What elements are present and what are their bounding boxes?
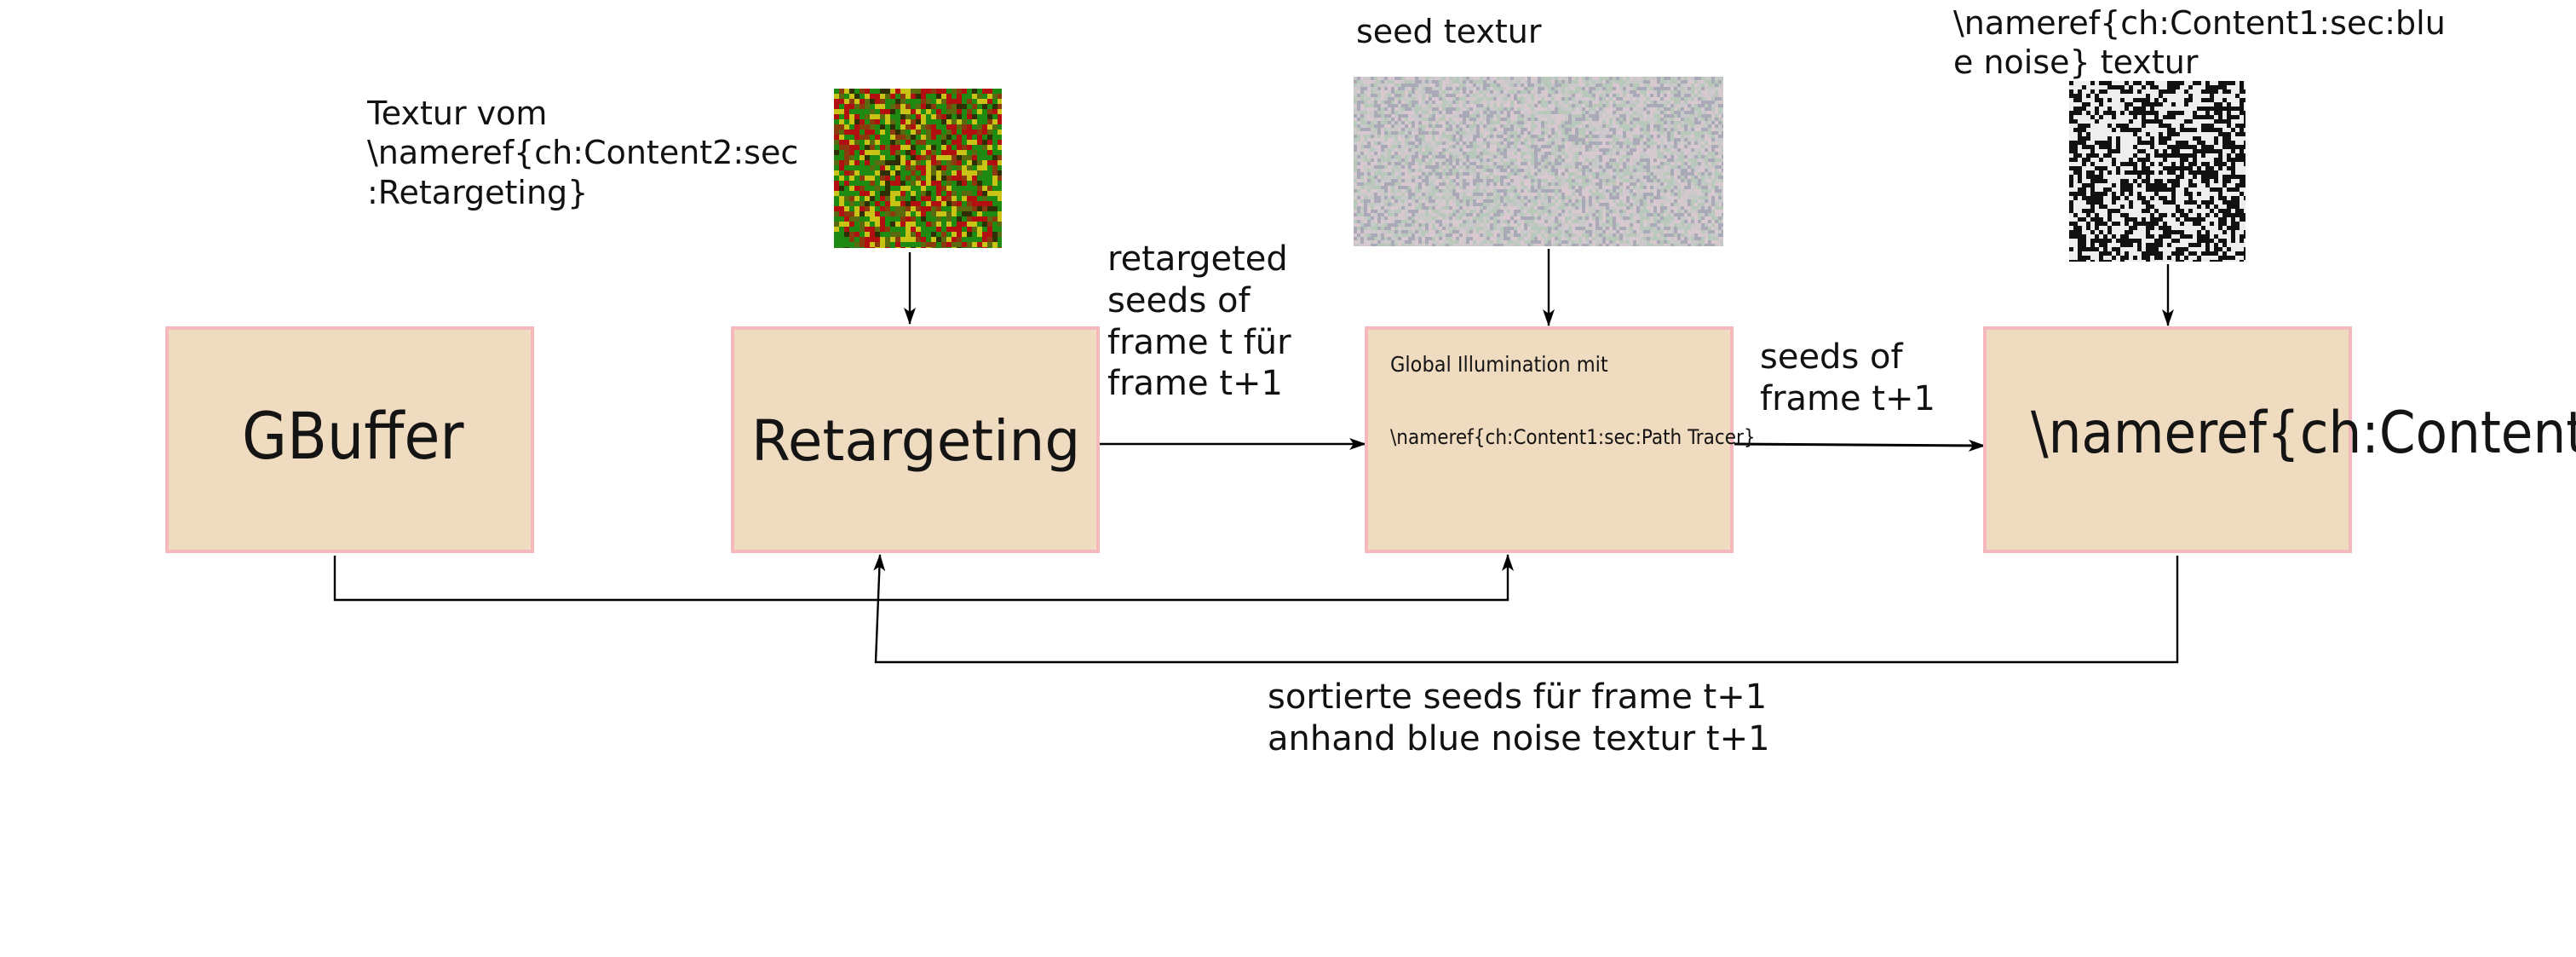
- global-illumination-title: Global Illumination mit: [1390, 352, 1608, 377]
- global-illumination-box: Global Illumination mit \nameref{ch:Cont…: [1365, 326, 1756, 553]
- arrow-content1-to-retargeting: [873, 554, 2179, 664]
- blue-noise-texture-label: \nameref{ch:Content1:sec:blu e noise} te…: [1953, 4, 2446, 82]
- retargeting-box: Retargeting: [731, 326, 1100, 553]
- arrow-gbuffer-to-global-illumination: [333, 554, 1514, 602]
- content1-title: \nameref{ch:Content: [2031, 400, 2576, 467]
- sorted-seeds-label: sortierte seeds für frame t+1 anhand blu…: [1268, 677, 1770, 758]
- retargeting-texture-image: [834, 89, 1002, 248]
- global-illumination-subtitle: \nameref{ch:Content1:sec:Path Tracer}: [1390, 425, 1756, 449]
- seed-texture-label: seed textur: [1356, 13, 1542, 50]
- retargeted-seeds-label: retargeted seeds of frame t für frame t+…: [1107, 239, 1291, 404]
- content1-box: \nameref{ch:Content: [1983, 326, 2576, 553]
- gbuffer-box: GBuffer: [165, 326, 534, 553]
- seeds-next-frame-label: seeds of frame t+1: [1760, 337, 1935, 418]
- retargeting-title: Retargeting: [751, 408, 1081, 474]
- blue-noise-texture-image: [2069, 81, 2245, 262]
- gbuffer-title: GBuffer: [242, 398, 464, 474]
- texture-from-retargeting-label: Textur vom \nameref{ch:Content2:sec :Ret…: [367, 95, 799, 211]
- seed-texture-image: [1354, 77, 1723, 246]
- arrow-global-illumination-to-content1: [1734, 439, 1986, 452]
